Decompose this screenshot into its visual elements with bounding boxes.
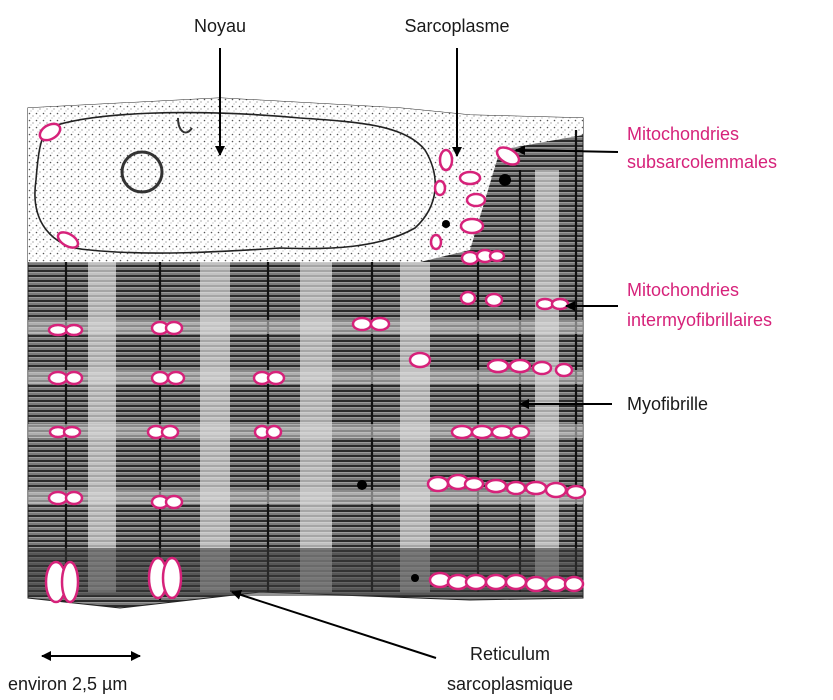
label-mito-inter-2: intermyofibrillaires	[627, 310, 772, 330]
label-reticulum-1: Reticulum	[470, 644, 550, 664]
nucleus	[35, 113, 435, 254]
label-myofibrille: Myofibrille	[627, 394, 708, 414]
label-mito-inter-1: Mitochondries	[627, 280, 739, 300]
label-sarcoplasme: Sarcoplasme	[404, 16, 509, 36]
label-mito-sub-1: Mitochondries	[627, 124, 739, 144]
label-reticulum-2: sarcoplasmique	[447, 674, 573, 694]
arrow-reticulum	[232, 592, 436, 658]
label-scale: environ 2,5 µm	[8, 674, 127, 694]
label-mito-sub-2: subsarcolemmales	[627, 152, 777, 172]
label-noyau: Noyau	[194, 16, 246, 36]
